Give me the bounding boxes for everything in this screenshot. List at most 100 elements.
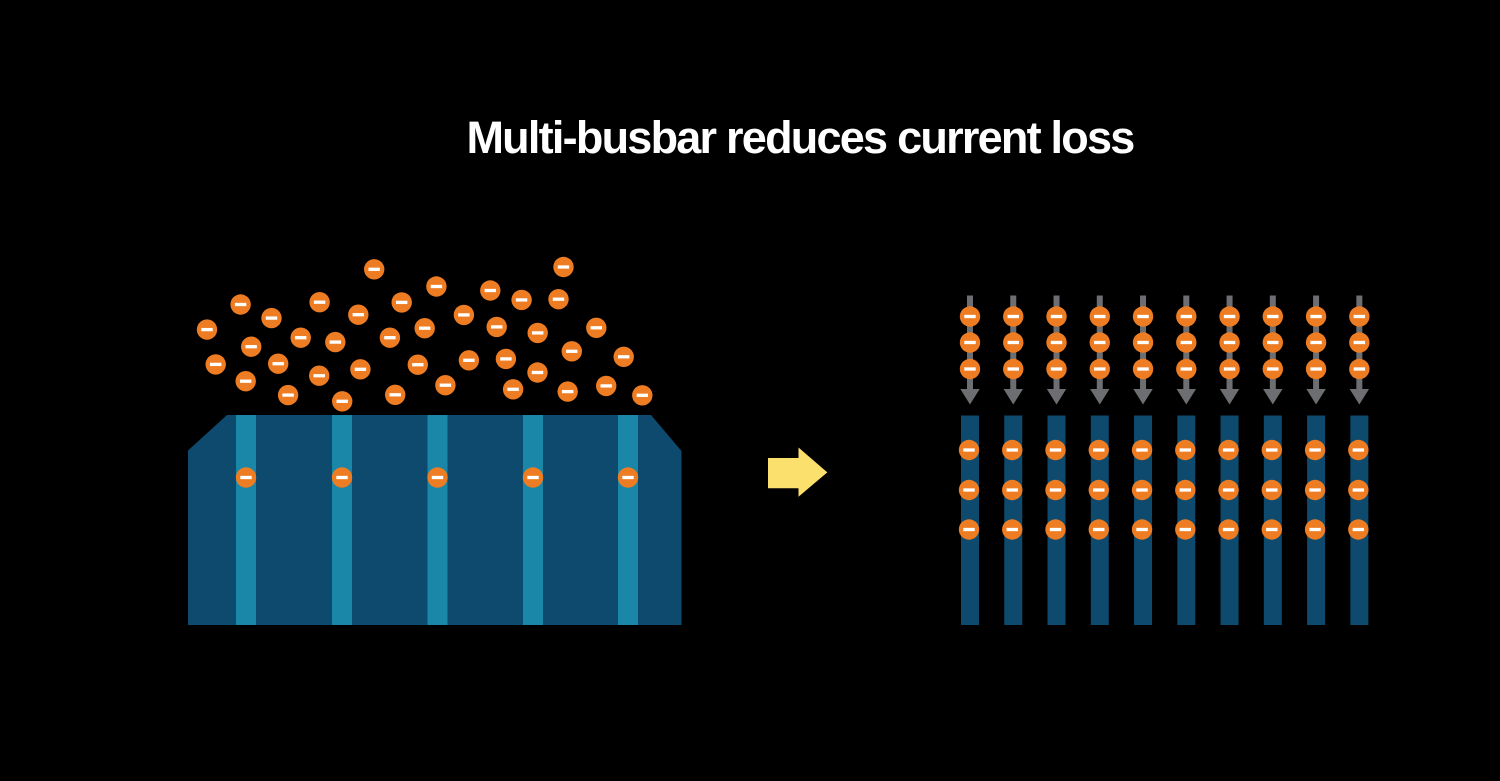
scattered-electrons: [196, 256, 653, 412]
electron-icon: [1132, 332, 1154, 353]
electron-icon: [586, 317, 607, 338]
electron-icon: [1003, 332, 1024, 353]
electron-icon: [1089, 332, 1110, 353]
busbar-stripe: [236, 415, 256, 625]
electron-icon: [480, 280, 501, 301]
electron-icon: [1305, 358, 1327, 380]
flow-arrowhead-icon: [1090, 389, 1110, 405]
transition-arrow: [768, 447, 828, 497]
electron-icon: [1348, 519, 1369, 540]
electron-icon: [596, 375, 617, 397]
electron-icon: [527, 322, 548, 344]
electron-icon: [1305, 332, 1327, 353]
electron-icon: [1219, 332, 1240, 353]
electron-icon: [364, 259, 385, 280]
electron-icon: [1002, 439, 1023, 461]
electron-icon: [1003, 358, 1024, 380]
busbar-stripe: [427, 415, 448, 625]
busbar-electrons: [235, 467, 639, 488]
electron-icon: [502, 379, 524, 400]
electron-icon: [958, 519, 980, 540]
electron-icon: [453, 304, 475, 326]
electron-icon: [235, 371, 256, 392]
arrow-right-icon: [768, 447, 828, 497]
electron-icon: [1304, 439, 1326, 461]
electron-icon: [1088, 519, 1109, 540]
electron-icon: [196, 319, 218, 340]
flow-arrowhead-icon: [1349, 389, 1370, 405]
electron-icon: [309, 365, 330, 386]
electron-icon: [350, 359, 371, 380]
electron-icon: [1089, 306, 1110, 327]
electron-icon: [1219, 306, 1240, 327]
flow-arrowhead-icon: [1306, 389, 1326, 405]
electron-icon: [613, 346, 634, 367]
electron-icon: [527, 362, 548, 383]
electron-icon: [1176, 306, 1197, 327]
electron-icon: [1262, 306, 1284, 327]
electron-icon: [1176, 332, 1197, 353]
electron-icon: [1175, 479, 1196, 501]
electron-icon: [230, 294, 251, 315]
left-panel: [188, 256, 682, 625]
electron-icon: [309, 292, 330, 313]
busbar-stripe: [523, 415, 543, 625]
electron-icon: [1045, 519, 1066, 540]
electron-icon: [1218, 439, 1239, 461]
electron-icon: [235, 467, 257, 488]
busbar-column: [958, 295, 981, 625]
electron-icon: [958, 439, 980, 461]
electron-icon: [426, 276, 447, 297]
electron-icon: [1088, 439, 1109, 461]
electron-icon: [1262, 332, 1284, 353]
page-title: Multi-busbar reduces current loss: [466, 112, 1134, 163]
electron-icon: [1349, 306, 1370, 327]
electron-icon: [959, 332, 981, 353]
busbar-column: [1131, 295, 1154, 625]
right-panel: [958, 295, 1370, 625]
electron-icon: [325, 331, 346, 353]
electron-icon: [1132, 306, 1154, 327]
electron-icon: [385, 384, 406, 405]
electron-icon: [348, 304, 369, 325]
electron-icon: [1261, 519, 1283, 540]
electron-icon: [458, 350, 480, 371]
electron-icon: [1219, 358, 1240, 380]
electron-icon: [1218, 519, 1239, 540]
electron-icon: [331, 467, 353, 488]
electron-icon: [1046, 306, 1067, 327]
busbar-column: [1002, 295, 1024, 625]
electron-icon: [1304, 519, 1326, 540]
electron-icon: [391, 292, 412, 313]
electron-icon: [1002, 479, 1023, 501]
electron-icon: [959, 306, 981, 327]
electron-icon: [1304, 479, 1326, 501]
flow-arrowhead-icon: [960, 389, 980, 405]
electron-icon: [561, 341, 582, 362]
electron-icon: [1045, 439, 1066, 461]
electron-icon: [1349, 358, 1370, 380]
busbar-column: [1218, 295, 1240, 625]
busbar-stripe: [618, 415, 638, 625]
electron-icon: [1046, 358, 1067, 380]
electron-icon: [241, 336, 262, 357]
flow-arrowhead-icon: [1133, 389, 1153, 405]
electron-icon: [1176, 358, 1197, 380]
electron-icon: [553, 256, 574, 278]
electron-icon: [1349, 332, 1370, 353]
electron-icon: [495, 348, 517, 370]
electron-icon: [427, 467, 448, 488]
electron-icon: [1089, 358, 1110, 380]
electron-icon: [414, 318, 435, 339]
electron-icon: [557, 381, 578, 402]
electron-icon: [1261, 439, 1283, 461]
electron-icon: [1088, 479, 1109, 501]
busbar-column: [1175, 295, 1197, 625]
electron-icon: [379, 327, 401, 348]
electron-icon: [1218, 479, 1239, 501]
electron-icon: [277, 384, 299, 406]
busbar-column: [1304, 295, 1327, 625]
